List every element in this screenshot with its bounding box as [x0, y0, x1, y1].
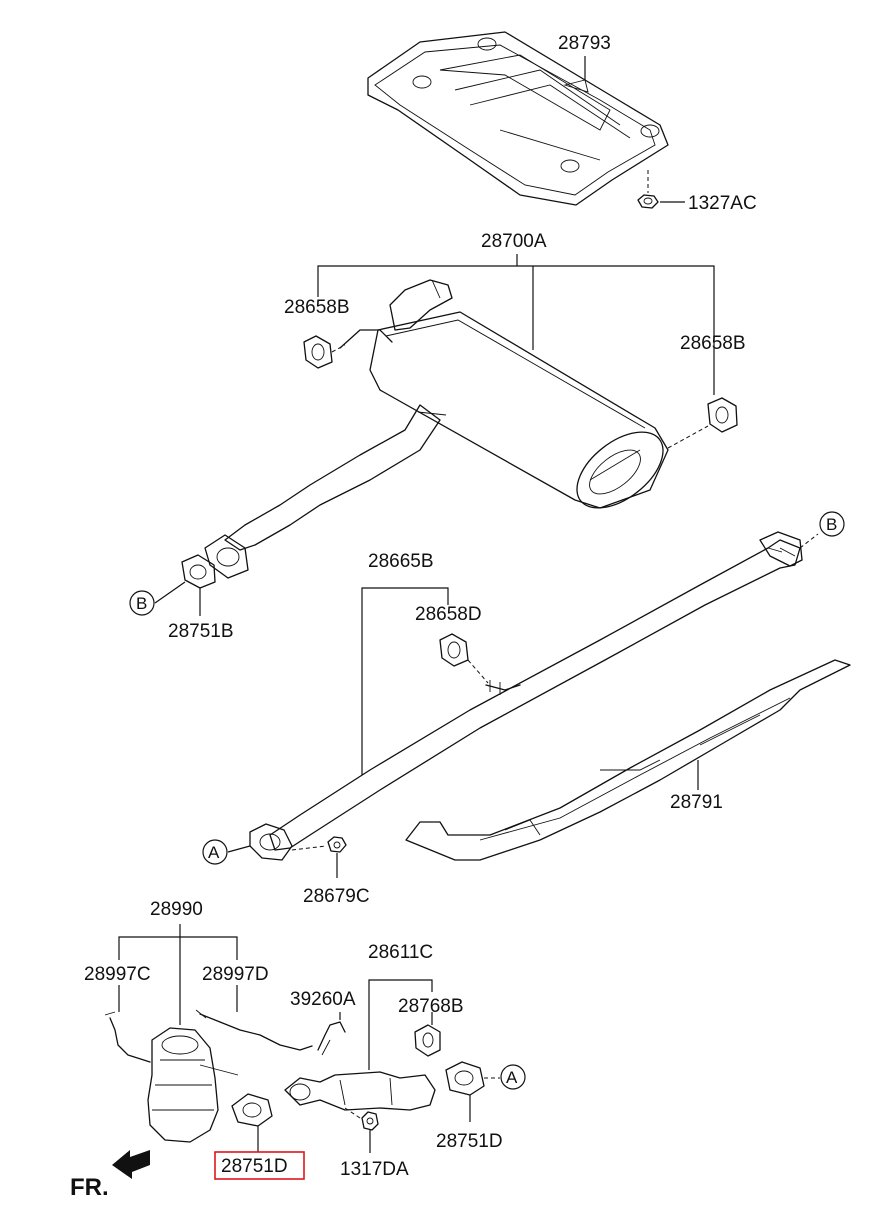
- hanger-28768B[interactable]: [414, 1024, 441, 1057]
- label-28793: 28793: [558, 33, 611, 54]
- hanger-28658B-right[interactable]: [707, 397, 738, 433]
- label-28665B: 28665B: [368, 551, 434, 572]
- label-28990: 28990: [150, 899, 203, 920]
- ref-circle-A-left: A: [208, 843, 220, 862]
- label-28751D-right: 28751D: [436, 1131, 503, 1152]
- label-28997C: 28997C: [84, 964, 151, 985]
- oxygen-sensor-28997C[interactable]: [104, 1011, 151, 1063]
- label-28658B-right: 28658B: [680, 333, 746, 354]
- label-28658D: 28658D: [415, 604, 482, 625]
- muffler-28700A[interactable]: [204, 279, 677, 579]
- label-28997D: 28997D: [202, 964, 269, 985]
- gasket-28751D-left[interactable]: [231, 1093, 273, 1127]
- label-28791: 28791: [670, 792, 723, 813]
- label-28768B: 28768B: [398, 996, 464, 1017]
- ref-circle-B-left: B: [136, 594, 147, 613]
- nut-1317DA[interactable]: [361, 1111, 379, 1131]
- front-pipe-28611C[interactable]: [284, 1071, 436, 1111]
- hanger-28658D[interactable]: [439, 633, 469, 667]
- front-direction-arrow: [112, 1150, 150, 1179]
- label-28751D-left: 28751D: [221, 1156, 288, 1177]
- oxygen-sensor-28997D[interactable]: [195, 1009, 313, 1051]
- label-1327AC: 1327AC: [688, 193, 757, 214]
- manifold-converter-28990[interactable]: [147, 1027, 239, 1143]
- heat-shield-28793[interactable]: [367, 31, 669, 206]
- heat-shield-28791[interactable]: [405, 659, 851, 861]
- highlight-box: [214, 1151, 305, 1180]
- label-28751B: 28751B: [168, 621, 234, 642]
- nut-28679C[interactable]: [327, 836, 347, 853]
- label-39260A: 39260A: [290, 989, 356, 1010]
- gasket-28751D-right[interactable]: [445, 1061, 485, 1096]
- front-label: FR.: [70, 1174, 109, 1201]
- label-28658B-left: 28658B: [284, 297, 350, 318]
- label-28700A: 28700A: [481, 231, 547, 252]
- ref-circle-B-right: B: [826, 515, 837, 534]
- nut-1327AC[interactable]: [637, 194, 659, 209]
- label-28611C: 28611C: [368, 942, 433, 963]
- label-1317DA: 1317DA: [340, 1159, 409, 1180]
- ref-circle-A-bottom: A: [506, 1068, 518, 1087]
- hanger-28658B-left[interactable]: [303, 335, 333, 369]
- label-28679C: 28679C: [303, 886, 370, 907]
- gasket-28751B[interactable]: [181, 554, 216, 589]
- tube-39260A[interactable]: [317, 1021, 346, 1056]
- center-pipe-28665B[interactable]: [249, 531, 803, 861]
